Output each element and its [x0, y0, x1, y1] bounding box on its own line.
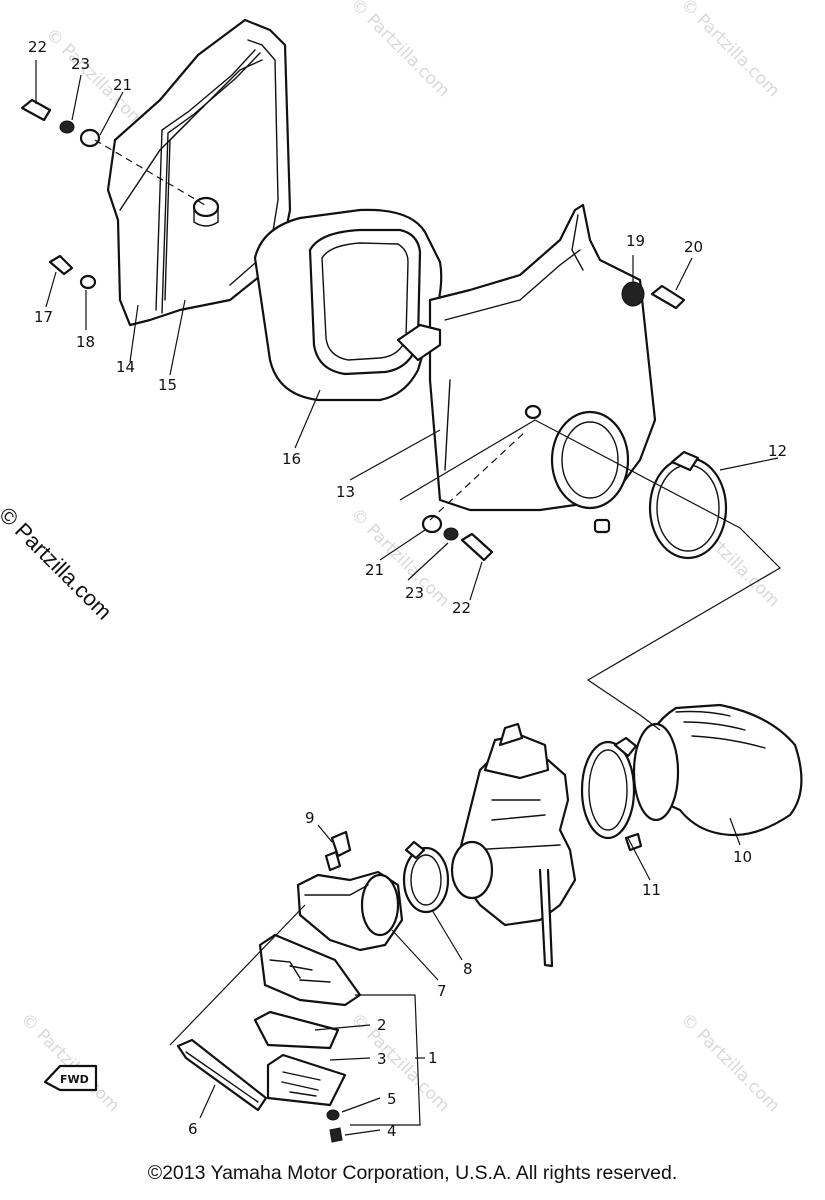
air-filter-case: [396, 203, 657, 534]
collar-20: [650, 284, 686, 310]
callout-9: 9: [305, 809, 315, 827]
clamp-11: [580, 736, 643, 852]
callout-14: 14: [116, 358, 135, 376]
manifold: [296, 870, 404, 952]
callout-8: 8: [463, 960, 473, 978]
leader-lines: [35, 60, 779, 1136]
hardware: [20, 98, 686, 1143]
side-cover: [106, 18, 292, 327]
callout-20: 20: [684, 238, 703, 256]
callout-2: 2: [377, 1016, 387, 1034]
watermark: © Partzilla.com: [41, 24, 148, 131]
callout-6: 6: [188, 1120, 198, 1138]
washer-5: [326, 1109, 340, 1121]
bolt-22b: [460, 532, 494, 562]
bolt-17: [48, 254, 74, 276]
callout-16: 16: [282, 450, 301, 468]
gasket-6: [176, 1038, 268, 1112]
watermark: © Partzilla.com: [16, 1009, 123, 1116]
cover-seal: [155, 49, 261, 314]
callout-23: 23: [71, 55, 90, 73]
intake-boot: [632, 703, 803, 837]
callout-3: 3: [377, 1050, 387, 1068]
callout-1: 1: [428, 1049, 438, 1067]
washer-21a: [79, 128, 101, 148]
watermark: © Partzilla.com: [346, 0, 453, 101]
grommet-19: [621, 281, 645, 307]
callout-21: 21: [365, 561, 384, 579]
copyright-notice: ©2013 Yamaha Motor Corporation, U.S.A. A…: [147, 1162, 678, 1184]
washer-21b: [421, 514, 443, 534]
callout-18: 18: [76, 333, 95, 351]
screw-4: [329, 1127, 343, 1143]
callout-23: 23: [405, 584, 424, 602]
callout-22: 22: [28, 38, 47, 56]
callout-5: 5: [387, 1090, 397, 1108]
callout-10: 10: [733, 848, 752, 866]
callout-labels: 22 23 21 17 18 14 15 16 13 19 20 12 21 2…: [28, 38, 787, 1140]
reed-valve: [253, 933, 362, 1107]
callout-12: 12: [768, 442, 787, 460]
fwd-label: FWD: [60, 1073, 89, 1086]
carburetor: [450, 722, 577, 968]
washer-18: [79, 274, 97, 290]
assembly-lines: [94, 139, 781, 1046]
washer-23a: [59, 120, 75, 134]
callout-4: 4: [387, 1122, 397, 1140]
callout-15: 15: [158, 376, 177, 394]
callout-13: 13: [336, 483, 355, 501]
callout-21: 21: [113, 76, 132, 94]
watermark: © Partzilla.com: [676, 0, 783, 101]
callout-7: 7: [437, 982, 447, 1000]
clamp-12: [648, 450, 728, 560]
bolt-22a: [20, 98, 52, 122]
callout-11: 11: [642, 881, 661, 899]
callout-22: 22: [452, 599, 471, 617]
screw-9: [324, 830, 352, 872]
washer-23b: [443, 527, 459, 541]
fwd-arrow: FWD: [43, 1064, 98, 1092]
air-filter-element: [253, 208, 443, 402]
clamp-8: [402, 840, 450, 914]
callout-17: 17: [34, 308, 53, 326]
callout-19: 19: [626, 232, 645, 250]
watermark: © Partzilla.com: [676, 1009, 783, 1116]
